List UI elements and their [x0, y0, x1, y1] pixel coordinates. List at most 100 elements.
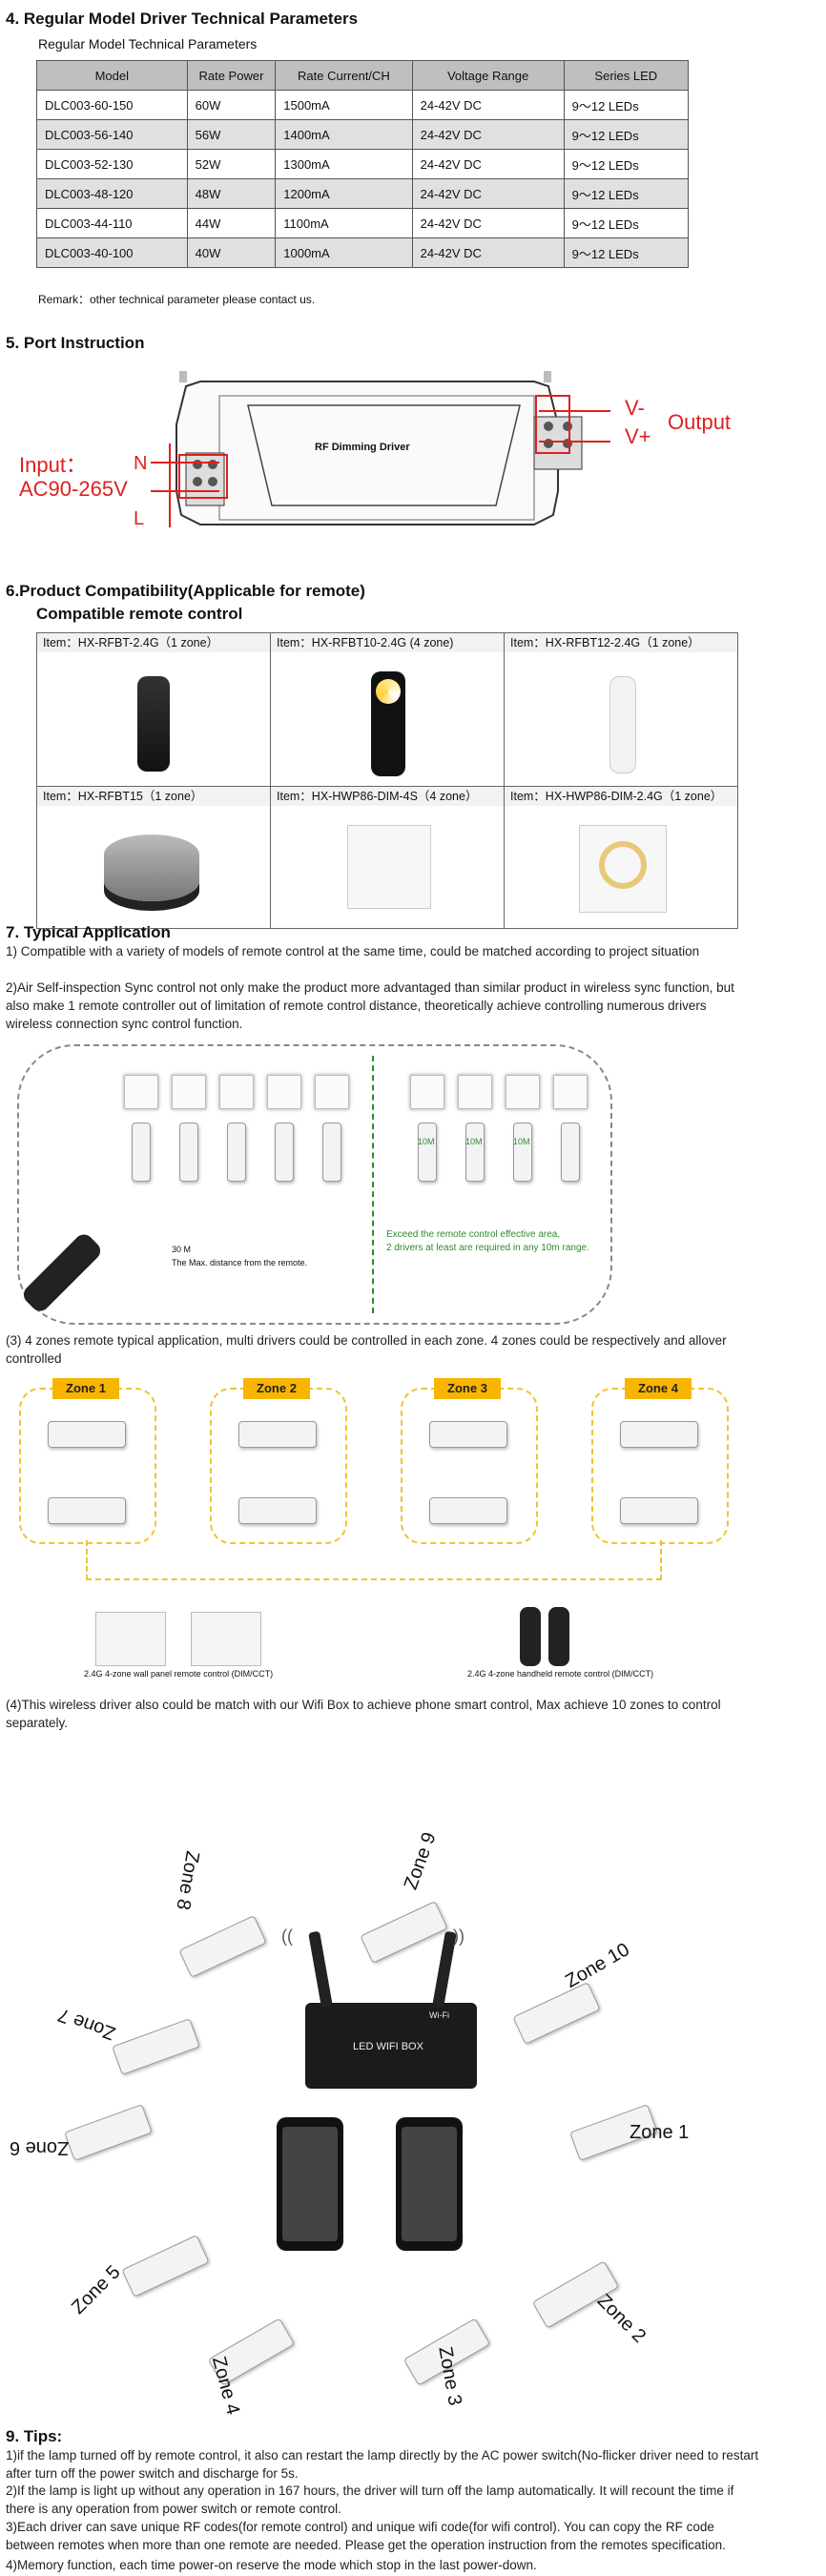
tip-3: 3)Each driver can save unique RF codes(f… [6, 2520, 726, 2552]
driver-image [48, 1421, 126, 1448]
table-cell: 44W [186, 208, 277, 238]
compat-table: Item：HX-RFBT-2.4G（1 zone） Item：HX-RFBT10… [36, 632, 738, 929]
item-label: Item：HX-HWP86-DIM-2.4G（1 zone） [505, 787, 737, 806]
wall-panel-4zone-image [347, 825, 431, 909]
remark: Remark：other technical parameter please … [38, 293, 316, 306]
table-cell: DLC003-44-110 [36, 208, 188, 238]
ten-meter-label: 10M [418, 1137, 435, 1146]
terminal-n: N [134, 453, 148, 474]
lamp-image [124, 1075, 158, 1109]
table-cell: 24-42V DC [411, 119, 565, 150]
wall-panel-image [191, 1612, 261, 1666]
compat-cell: Item：HX-HWP86-DIM-2.4G（1 zone） [504, 786, 738, 929]
driver-image [513, 1123, 532, 1182]
application-p4: (4)This wireless driver also could be ma… [6, 1698, 721, 1730]
table-cell: 1100mA [275, 208, 413, 238]
zone-driver-image [178, 1915, 267, 1978]
port-diagram: RF Dimming Driver Input： AC90-265V N L V… [0, 367, 826, 548]
zone-driver-image [512, 1982, 601, 2045]
section-4-title: 4. Regular Model Driver Technical Parame… [6, 10, 359, 28]
zone-label: Zone 2 [592, 2290, 650, 2347]
table-cell: DLC003-56-140 [36, 119, 188, 150]
driver-image [429, 1497, 507, 1524]
section-6-title: 6.Product Compatibility(Applicable for r… [6, 582, 365, 600]
table-cell: DLC003-48-120 [36, 178, 188, 209]
lamp-image [267, 1075, 301, 1109]
zone-tag: Zone 2 [243, 1378, 310, 1399]
table-cell: 24-42V DC [411, 237, 565, 268]
driver-image [132, 1123, 151, 1182]
zone-link-lines [86, 1540, 662, 1580]
zone-driver-image [121, 2235, 210, 2298]
round-remote-image [104, 835, 199, 901]
tip-4: 4)Memory function, each time power-on re… [6, 2558, 537, 2572]
caption-handheld: 2.4G 4-zone handheld remote control (DIM… [467, 1669, 654, 1679]
table-cell: 24-42V DC [411, 208, 565, 238]
section-9-title: 9. Tips: [6, 2427, 63, 2445]
table-cell: 9～12 LEDs [563, 178, 690, 209]
tip-2: 2)If the lamp is light up without any op… [6, 2483, 734, 2516]
four-zone-diagram: Zone 1 Zone 2 Zone 3 Zone 4 2.4G 4-zone … [10, 1378, 754, 1683]
terminal-l: L [134, 508, 145, 529]
lamp-image [458, 1075, 492, 1109]
tip-1: 1)if the lamp turned off by remote contr… [6, 2448, 759, 2481]
green-note-1: Exceed the remote control effective area… [386, 1229, 561, 1240]
terminal-vminus: V- [625, 396, 645, 420]
zone-label: Zone 9 [400, 1829, 441, 1893]
table-subtitle: Regular Model Technical Parameters [38, 36, 258, 52]
driver-image [429, 1421, 507, 1448]
zone-tag: Zone 4 [625, 1378, 692, 1399]
table-cell: 40W [186, 237, 277, 268]
col-header: Series LED [563, 60, 690, 91]
compat-cell: Item：HX-HWP86-DIM-4S（4 zone） [270, 786, 505, 929]
wifi-box-label: LED WIFI BOX [353, 2041, 423, 2052]
table-cell: 9～12 LEDs [563, 90, 690, 120]
input-voltage: AC90-265V [19, 477, 128, 501]
remote-image [19, 1230, 105, 1315]
table-cell: 24-42V DC [411, 178, 565, 209]
green-note-2: 2 drivers at least are required in any 1… [386, 1243, 589, 1253]
driver-image [48, 1497, 126, 1524]
table-cell: DLC003-52-130 [36, 149, 188, 179]
table-cell: 1300mA [275, 149, 413, 179]
table-cell: 1500mA [275, 90, 413, 120]
sync-control-diagram: 30 M The Max. distance from the remote. … [17, 1044, 612, 1325]
item-label: Item：HX-RFBT15（1 zone） [37, 787, 270, 806]
table-cell: 60W [186, 90, 277, 120]
zone-driver-image [360, 1901, 448, 1964]
remote-black-image [137, 676, 170, 772]
compat-subtitle: Compatible remote control [36, 605, 243, 623]
wifi-signal-icon: )) [453, 1927, 465, 1946]
zone-label: Zone 10 [562, 1939, 633, 1992]
compat-cell: Item：HX-RFBT12-2.4G（1 zone） [504, 632, 738, 787]
lamp-image [553, 1075, 588, 1109]
item-label: Item：HX-RFBT-2.4G（1 zone） [37, 633, 270, 652]
table-cell: 9～12 LEDs [563, 237, 690, 268]
wifi-signal-icon: (( [281, 1927, 293, 1946]
zone-driver-image [64, 2104, 153, 2161]
application-p3: (3) 4 zones remote typical application, … [6, 1333, 727, 1366]
remote-white-image [609, 676, 636, 773]
driver-image [465, 1123, 485, 1182]
wall-panel-dim-image [579, 825, 667, 913]
table-cell: 1000mA [275, 237, 413, 268]
table-cell: 56W [186, 119, 277, 150]
col-header: Voltage Range [411, 60, 565, 91]
col-header: Rate Current/CH [275, 60, 413, 91]
handheld-remote-image [520, 1607, 541, 1666]
zone-tag: Zone 1 [52, 1378, 119, 1399]
section-7-title: 7. Typical Application [6, 923, 171, 941]
distance-label: 30 M [172, 1245, 192, 1254]
driver-image [620, 1421, 698, 1448]
lamp-image [410, 1075, 444, 1109]
driver-image [227, 1123, 246, 1182]
ten-meter-label: 10M [513, 1137, 530, 1146]
table-cell: 1400mA [275, 119, 413, 150]
lamp-image [219, 1075, 254, 1109]
application-p2: 2)Air Self-inspection Sync control not o… [6, 980, 734, 1031]
input-label: Input： [19, 453, 87, 477]
range-divider [372, 1056, 374, 1313]
phone-image [396, 2117, 463, 2251]
